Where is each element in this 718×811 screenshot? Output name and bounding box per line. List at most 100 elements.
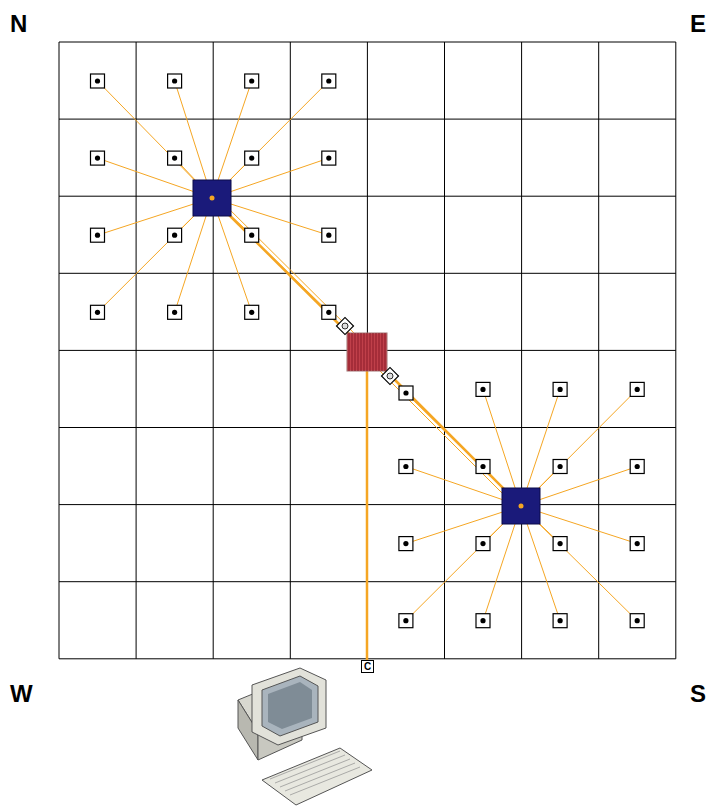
grid-line: [598, 42, 599, 659]
sensor-node: [553, 537, 567, 551]
pc-screen-inner: [268, 682, 312, 729]
sensor-node: [399, 614, 413, 628]
sensor-node: [476, 460, 490, 474]
base-station-stripe: [382, 333, 383, 371]
sensor-dot: [95, 156, 100, 161]
compass-letter: S: [690, 682, 706, 706]
sensor-dot: [558, 541, 563, 546]
sensor-node: [322, 151, 336, 165]
sensor-dot: [635, 464, 640, 469]
sensor-dot: [635, 618, 640, 623]
computer-icon: [238, 668, 372, 805]
sensor-dot: [480, 618, 485, 623]
grid-line: [675, 42, 676, 659]
sensor-node: [168, 228, 182, 242]
sensor-node: [168, 305, 182, 319]
base-station-stripe: [370, 333, 371, 371]
pc-keys: [275, 755, 345, 783]
relay-node: [382, 368, 399, 385]
relay-dot: [387, 373, 393, 379]
sensor-node: [91, 74, 105, 88]
base-station: [347, 333, 387, 371]
sensor-node: [630, 382, 644, 396]
pc-screen: [262, 676, 318, 736]
backbone-link: [212, 198, 367, 352]
sensor-node: [476, 614, 490, 628]
sensor-dot: [249, 156, 254, 161]
sensor-node: [399, 537, 413, 551]
sensor-node: [322, 228, 336, 242]
base-station-stripe: [379, 333, 380, 371]
sensor-dot: [326, 310, 331, 315]
sensor-node: [553, 614, 567, 628]
pc-keyboard: [262, 748, 372, 805]
compass-letter: E: [690, 12, 706, 36]
compass-letter: W: [10, 682, 33, 706]
sensor-node: [245, 151, 259, 165]
sensor-dot: [403, 390, 408, 395]
sensor-node: [91, 151, 105, 165]
sensor-node: [630, 460, 644, 474]
sensor-node: [91, 305, 105, 319]
sensor-node: [245, 305, 259, 319]
sensor-node: [168, 151, 182, 165]
sensor-dot: [172, 78, 177, 83]
base-station-stripe: [364, 333, 365, 371]
sensor-node: [245, 228, 259, 242]
sensor-dot: [558, 464, 563, 469]
sensor-dot: [249, 310, 254, 315]
base-station-stripe: [361, 333, 362, 371]
base-station-stripe: [373, 333, 374, 371]
relay-dot: [342, 323, 348, 329]
base-station-stripe: [352, 333, 353, 371]
sensor-dot: [558, 618, 563, 623]
sensor-dot: [480, 541, 485, 546]
sensor-node: [399, 386, 413, 400]
sensor-dot: [249, 78, 254, 83]
sensor-node: [476, 382, 490, 396]
pc-monitor: [252, 668, 326, 745]
pc-keys: [290, 767, 360, 795]
sensor-node: [476, 537, 490, 551]
sensor-node: [630, 537, 644, 551]
grid-line: [521, 42, 522, 659]
backbone-link: [364, 355, 518, 509]
cluster-head: [193, 180, 231, 216]
base-station-stripe: [376, 333, 377, 371]
sensor-dot: [95, 233, 100, 238]
base-station-stripe: [367, 333, 368, 371]
sensor-dot: [95, 78, 100, 83]
sensor-dot: [95, 310, 100, 315]
pc-keys: [280, 759, 350, 787]
pc-keys: [270, 751, 340, 779]
sensor-node: [553, 460, 567, 474]
sensor-node: [245, 74, 259, 88]
cluster-hub: [210, 196, 215, 201]
sensor-dot: [172, 233, 177, 238]
base-station-stripe: [349, 333, 350, 371]
base-station-stripe: [385, 333, 386, 371]
sensor-dot: [326, 156, 331, 161]
sensor-node: [553, 382, 567, 396]
grid-line: [444, 42, 445, 659]
backbone-link: [367, 352, 521, 506]
relay-node: [337, 318, 354, 335]
sensor-dot: [635, 541, 640, 546]
base-link: [366, 352, 369, 660]
sensor-dot: [326, 78, 331, 83]
backbone-link: [215, 195, 370, 349]
sensor-dot: [403, 464, 408, 469]
sensor-dot: [558, 387, 563, 392]
sensor-dot: [172, 310, 177, 315]
sensor-dot: [635, 387, 640, 392]
links: [98, 81, 638, 660]
sensor-dot: [249, 233, 254, 238]
base-station-stripe: [358, 333, 359, 371]
sensor-dot: [480, 387, 485, 392]
compass-letter: N: [10, 12, 27, 36]
sensor-dot: [172, 156, 177, 161]
pc-keys: [285, 763, 355, 791]
sensor-dot: [403, 541, 408, 546]
sensor-node: [322, 305, 336, 319]
base-station-stripe: [355, 333, 356, 371]
